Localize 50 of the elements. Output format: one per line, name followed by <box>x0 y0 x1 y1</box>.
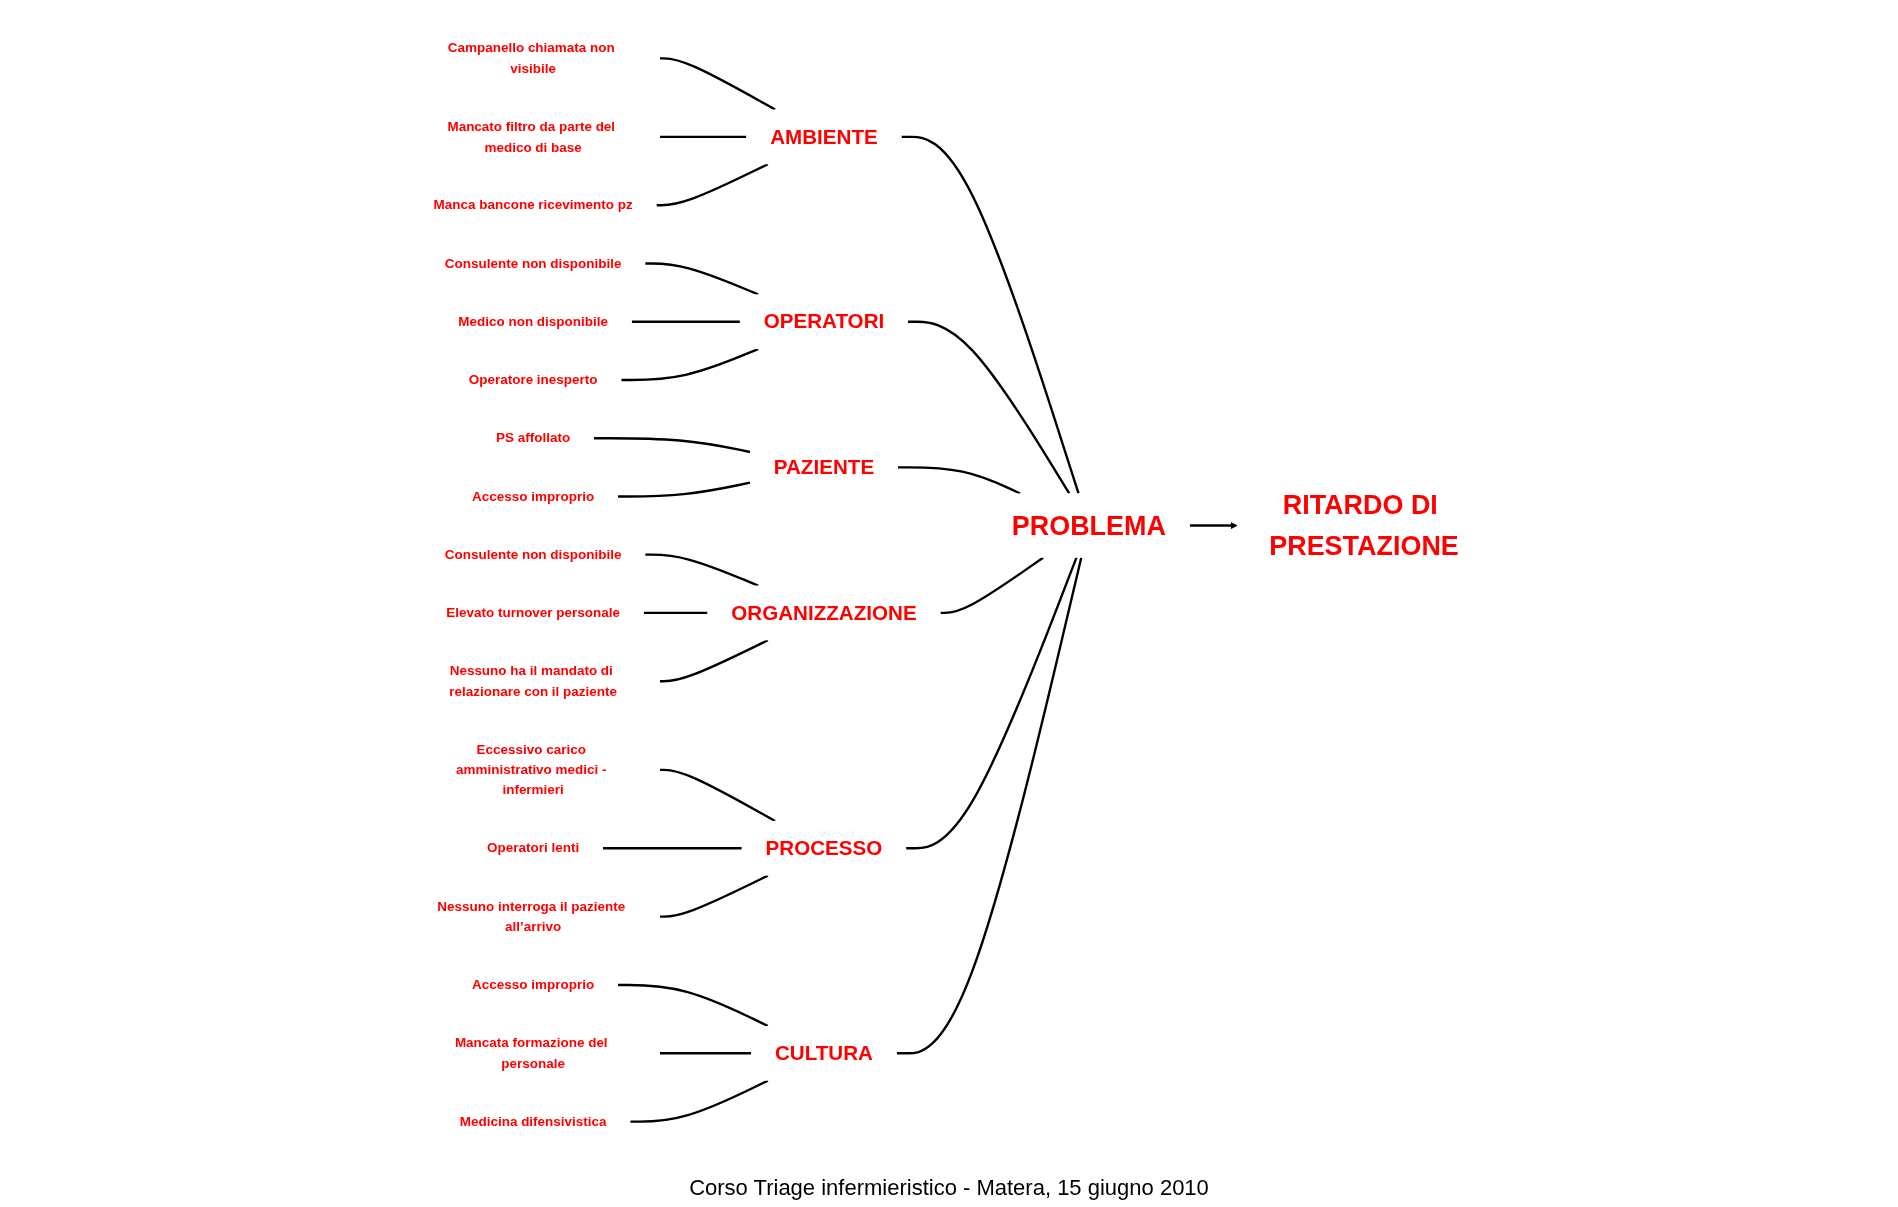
node-text: Consulente non disponibile <box>445 546 622 562</box>
node-text: Mancata formazione del personale <box>455 1034 609 1071</box>
node-text: Consulente non disponibile <box>445 255 622 271</box>
connector <box>660 1051 752 1054</box>
node-text: ORGANIZZAZIONE <box>731 600 918 624</box>
footer-caption: Corso Triage infermieristico - Matera, 15 giugno 2010 <box>688 1174 1210 1202</box>
node-text: Eccessivo carico amministrativo medici - infermieri <box>456 741 607 797</box>
connector <box>621 347 759 381</box>
connector <box>897 556 1083 1054</box>
connector <box>660 638 769 682</box>
connector <box>618 481 751 498</box>
node-text: Medicina difensivistica <box>460 1113 607 1129</box>
connector <box>660 135 747 138</box>
connector <box>603 846 743 849</box>
node-text: Operatore inesperto <box>469 371 598 387</box>
connector <box>901 135 1081 494</box>
connector <box>645 553 759 587</box>
node-text: Nessuno interroga il paziente all’arrivo <box>437 898 626 934</box>
node-text: Accesso improprio <box>472 976 595 992</box>
connector <box>906 556 1078 849</box>
connector <box>594 436 751 453</box>
node-text: Nessuno ha il mandato di relazionare con il paziente <box>449 662 618 699</box>
connector <box>660 56 777 111</box>
node-text: Mancato filtro da parte del medico di base <box>447 118 616 154</box>
node-text: PS affollato <box>496 429 571 446</box>
connector <box>898 465 1022 495</box>
node-text: Manca bancone ricevimento pz <box>433 197 634 213</box>
node-text: AMBIENTE <box>770 124 879 148</box>
node-text: Operatori lenti <box>487 840 580 856</box>
node-text: PROCESSO <box>765 835 883 860</box>
node-text: Accesso improprio <box>472 488 595 504</box>
node-text: Elevato turnover personale <box>446 604 621 620</box>
node-text: CULTURA <box>775 1040 874 1065</box>
arrow <box>1190 521 1238 529</box>
connector <box>908 320 1071 494</box>
connector <box>630 1079 769 1123</box>
connector <box>660 874 769 918</box>
node-text: PROBLEMA <box>1012 509 1167 540</box>
connector <box>660 768 777 822</box>
node-text: OPERATORI <box>764 308 885 333</box>
connector <box>644 611 708 614</box>
connector <box>632 320 741 323</box>
connector <box>656 162 769 206</box>
connector <box>645 261 759 295</box>
node-text: Medico non disponibile <box>458 313 609 329</box>
node-text: Campanello chiamata non visibile <box>448 40 616 76</box>
connector <box>618 983 769 1027</box>
node-text: PAZIENTE <box>774 454 875 479</box>
node-text: RITARDO DI PRESTAZIONE <box>1269 489 1460 560</box>
connector <box>940 556 1045 614</box>
